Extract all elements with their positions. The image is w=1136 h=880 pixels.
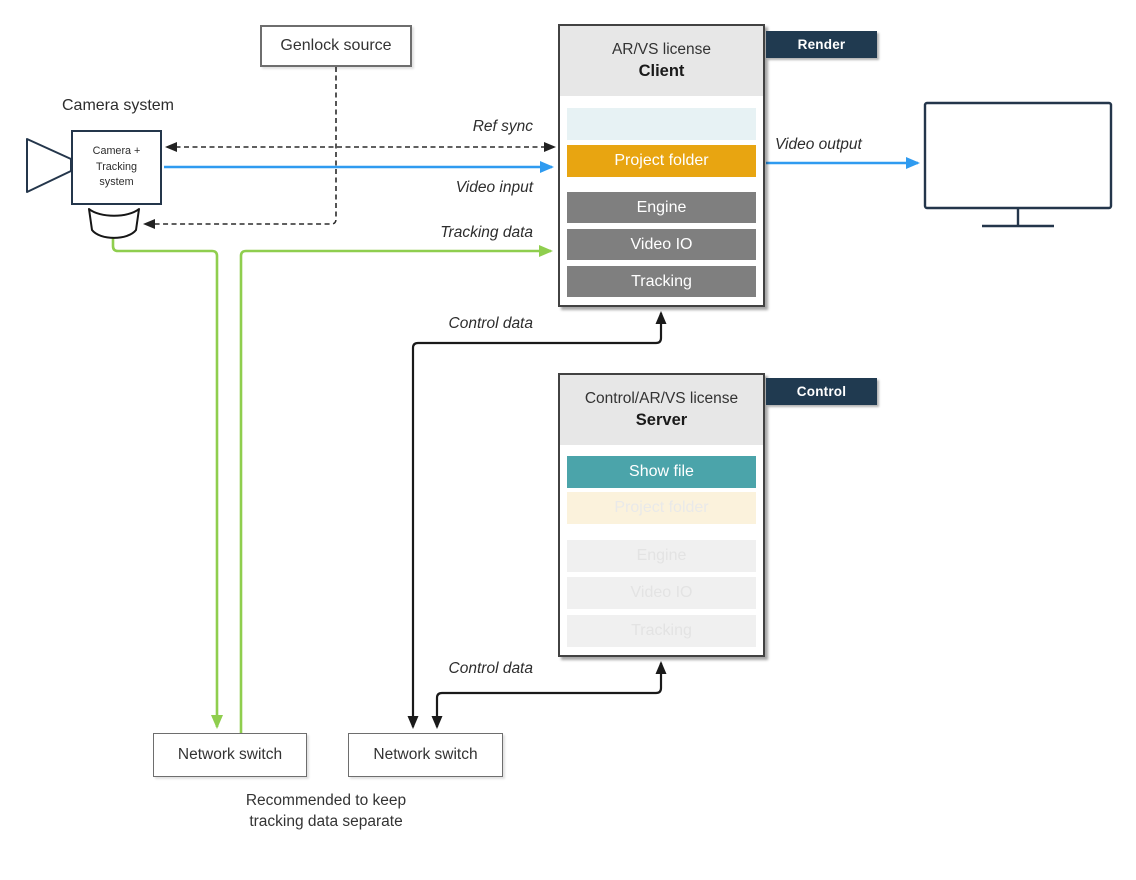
tracking-camera-to-switch-line bbox=[111, 236, 223, 729]
server-row-project-folder: Project folder bbox=[567, 492, 756, 524]
server-stack-box: Control/AR/VS license Server Show file P… bbox=[558, 373, 765, 657]
network-switch-left-box: Network switch bbox=[153, 733, 307, 777]
video-output-label: Video output bbox=[775, 136, 862, 153]
client-row-engine: Engine bbox=[567, 192, 756, 223]
server-license-label: Control/AR/VS license bbox=[584, 390, 739, 407]
server-row-tracking: Tracking bbox=[567, 615, 756, 647]
tracking-note-line: Recommended to keep bbox=[245, 792, 407, 809]
control-tag: Control bbox=[766, 378, 877, 405]
tracking-switch-to-client-line bbox=[239, 245, 553, 733]
render-tag: Render bbox=[766, 31, 877, 58]
tracking-sensor-icon bbox=[88, 208, 140, 239]
camera-lens-icon bbox=[26, 138, 72, 193]
camera-tracking-unit-box: Camera + Tracking system bbox=[71, 130, 162, 205]
camera-unit-line: Camera + bbox=[92, 145, 141, 158]
server-row-video-io: Video IO bbox=[567, 577, 756, 609]
server-header: Control/AR/VS license Server bbox=[560, 375, 763, 445]
genlock-sync-line bbox=[143, 67, 337, 229]
tracking-data-label: Tracking data bbox=[440, 224, 533, 241]
tracking-note-line: tracking data separate bbox=[249, 813, 403, 830]
client-row-video-io: Video IO bbox=[567, 229, 756, 260]
tracking-note: Recommended to keep tracking data separa… bbox=[176, 790, 476, 832]
ref-sync-label: Ref sync bbox=[472, 118, 533, 135]
server-row-show-file: Show file bbox=[567, 456, 756, 488]
client-row-placeholder bbox=[567, 108, 756, 140]
network-switch-right-box: Network switch bbox=[348, 733, 503, 777]
client-header: AR/VS license Client bbox=[560, 26, 763, 96]
genlock-source-box: Genlock source bbox=[260, 25, 412, 67]
control-data-client-line bbox=[407, 311, 667, 729]
control-data-top-label: Control data bbox=[448, 315, 533, 332]
server-role-label: Server bbox=[635, 411, 688, 429]
camera-unit-line: Tracking bbox=[96, 160, 137, 173]
client-license-label: AR/VS license bbox=[611, 41, 712, 58]
control-data-bottom-label: Control data bbox=[448, 660, 533, 677]
client-stack-box: AR/VS license Client Project folder Engi… bbox=[558, 24, 765, 307]
server-row-engine: Engine bbox=[567, 540, 756, 572]
video-input-label: Video input bbox=[455, 179, 533, 196]
camera-system-title: Camera system bbox=[61, 97, 175, 114]
client-row-tracking: Tracking bbox=[567, 266, 756, 297]
monitor-icon bbox=[923, 101, 1113, 228]
client-role-label: Client bbox=[638, 62, 685, 80]
control-data-server-line bbox=[431, 661, 667, 729]
camera-unit-line: system bbox=[99, 176, 134, 189]
client-row-project-folder: Project folder bbox=[567, 145, 756, 177]
